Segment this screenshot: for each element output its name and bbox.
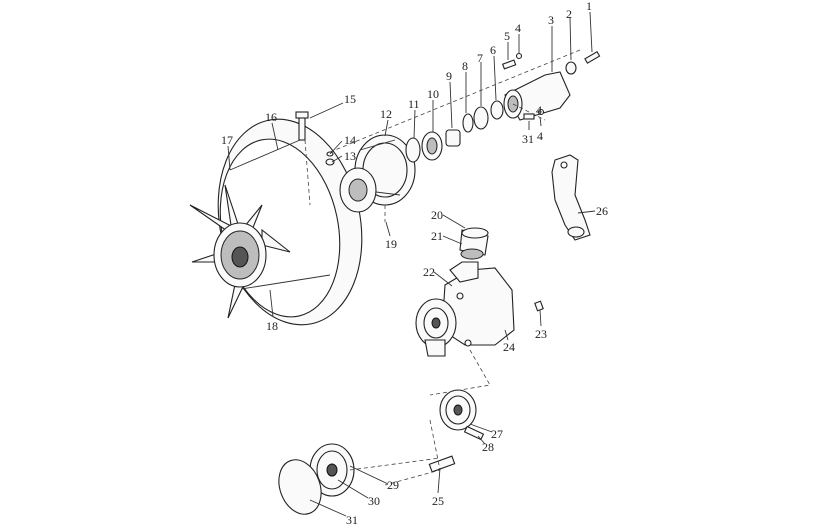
hub-flange: [339, 167, 377, 213]
washer-11: [405, 137, 421, 163]
idler-pulley-27: [439, 389, 485, 441]
callout-labels: 1 2 3 4 5 4 6 7 8 9 10 11 12 31 4 15 16 …: [221, 0, 608, 527]
callout-4-b: 4: [537, 129, 543, 143]
callout-4-c: 4: [536, 103, 542, 117]
callout-11: 11: [408, 97, 420, 111]
callout-7: 7: [477, 51, 483, 65]
nut-4: [515, 52, 545, 116]
plug-23: [534, 300, 544, 312]
bracket-26: [551, 154, 591, 241]
callout-10: 10: [427, 87, 439, 101]
callout-27: 27: [491, 427, 503, 441]
callout-6: 6: [490, 43, 496, 57]
callout-12: 12: [380, 107, 392, 121]
callout-15: 15: [344, 92, 356, 106]
callout-17: 17: [221, 133, 233, 147]
callout-4-a: 4: [515, 21, 521, 35]
callout-1: 1: [586, 0, 592, 13]
callout-5: 5: [504, 29, 510, 43]
spacer-9: [445, 129, 461, 147]
callout-19: 19: [385, 237, 397, 251]
bolt-15: [295, 111, 309, 141]
callout-8: 8: [462, 59, 468, 73]
bearing-10: [421, 131, 443, 161]
callout-28: 28: [482, 440, 494, 454]
bolt-5: [501, 59, 517, 70]
fan-hub: [213, 222, 267, 288]
callout-14: 14: [344, 133, 356, 147]
washer-2: [565, 61, 577, 75]
callout-29: 29: [387, 478, 399, 492]
callout-25: 25: [432, 494, 444, 508]
bolt-1: [584, 51, 601, 64]
water-pump-body: [415, 261, 515, 357]
callout-leaders: [227, 11, 596, 517]
callout-20: 20: [431, 208, 443, 222]
callout-9: 9: [446, 69, 452, 83]
washer-6: [490, 100, 504, 120]
callout-16: 16: [265, 110, 277, 124]
callout-2: 2: [566, 7, 572, 21]
callout-3: 3: [548, 13, 554, 27]
callout-31-bottom: 31: [346, 513, 358, 527]
seal-7: [473, 106, 489, 130]
callout-21: 21: [431, 229, 443, 243]
callout-24: 24: [503, 340, 515, 354]
callout-18: 18: [266, 319, 278, 333]
callout-23: 23: [535, 327, 547, 341]
callout-22: 22: [423, 265, 435, 279]
callout-13: 13: [344, 149, 356, 163]
bolt-31-top: [523, 113, 535, 120]
thermostat-20-21: [459, 227, 489, 260]
bolt-25: [428, 455, 456, 473]
callout-30: 30: [368, 494, 380, 508]
callout-31-top: 31: [522, 132, 534, 146]
callout-26: 26: [596, 204, 608, 218]
ring-8: [462, 113, 474, 133]
